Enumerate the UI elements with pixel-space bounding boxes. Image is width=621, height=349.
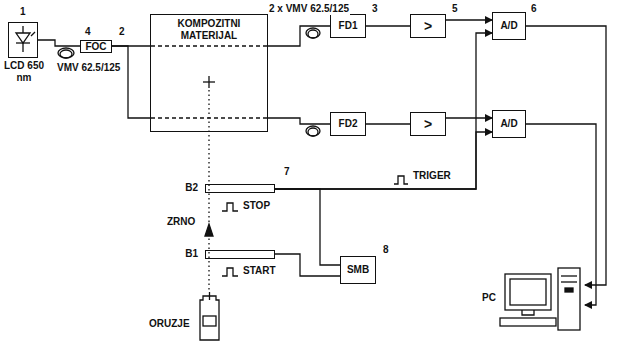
- pc-monitor: [510, 279, 546, 305]
- node-text: FD1: [339, 20, 358, 32]
- gun: [200, 296, 219, 340]
- callout-number: 6: [530, 3, 538, 15]
- impact-point: [208, 76, 209, 88]
- pc-keyboard: [500, 318, 556, 326]
- laser-diode: [16, 33, 30, 43]
- pc-monitor: [522, 310, 534, 315]
- computer: PC: [480, 262, 585, 342]
- laser-diode: [22, 43, 23, 52]
- pulse: [394, 176, 408, 184]
- node-text: SMB: [347, 264, 369, 276]
- connector: [526, 124, 596, 305]
- pc-tower: [558, 268, 580, 330]
- fiber-coil: [58, 48, 74, 58]
- callout-number: 8: [382, 244, 390, 256]
- signal-label: ORUZJE: [148, 318, 191, 330]
- pc-monitor: [505, 274, 551, 310]
- connector: [38, 40, 80, 46]
- callout-number: 4: [84, 26, 92, 38]
- connector: [526, 26, 606, 285]
- fiber-coupler: FOC: [80, 40, 112, 53]
- timer-unit: SMB: [340, 256, 376, 284]
- fiber-path: [151, 45, 267, 46]
- connector: [366, 123, 410, 124]
- node-text: >: [424, 116, 432, 132]
- photodetector: FD2: [330, 112, 366, 136]
- laser-diode: [22, 26, 23, 33]
- node-text: FD2: [339, 118, 358, 130]
- pulse: [222, 268, 238, 276]
- pulse: [222, 203, 238, 211]
- bullet-path: [208, 90, 209, 290]
- callout-number: 2: [118, 26, 126, 38]
- bullet: [205, 224, 213, 236]
- connector: [112, 46, 150, 118]
- signal-label: VMV 62.5/125: [56, 62, 121, 74]
- sensor-bar: B2: [205, 184, 275, 193]
- fiber-coil: [308, 30, 318, 38]
- node-text: >: [424, 18, 432, 34]
- connector: [446, 19, 492, 20]
- photodetector: FD1: [330, 14, 366, 38]
- node-text: KOMPOZITNI MATERIJAL: [151, 15, 267, 41]
- laser-diode: [31, 32, 35, 36]
- connector: [366, 25, 410, 26]
- laser-source: LCD 650 nm: [8, 22, 38, 58]
- signal-label: TRIGER: [412, 170, 452, 182]
- fiber-coil: [306, 28, 320, 38]
- node-text: FOC: [85, 41, 106, 53]
- connector: [275, 33, 492, 189]
- ad-converter: A/D: [492, 110, 526, 138]
- callout-number: 3: [371, 3, 379, 15]
- signal-label: ZRNO: [166, 216, 196, 228]
- connector: [275, 132, 492, 189]
- node-text: A/D: [500, 20, 517, 32]
- pc-tower: [561, 281, 577, 282]
- node-text: B1: [185, 248, 198, 260]
- connector: [268, 26, 330, 46]
- node-text: B2: [185, 182, 198, 194]
- connector: [446, 117, 492, 118]
- signal-label: START: [242, 265, 277, 277]
- node-text: LCD 650 nm: [3, 60, 45, 83]
- callout-number: 5: [451, 3, 459, 15]
- signal-label: 2 x VMV 62.5/125: [268, 3, 350, 15]
- amplifier: >: [410, 112, 446, 136]
- fiber-coil: [60, 50, 72, 58]
- fiber-coil: [306, 126, 320, 136]
- fiber-coil: [308, 128, 318, 136]
- node-text: A/D: [500, 118, 517, 130]
- connector: [275, 254, 340, 276]
- node-text: PC: [482, 292, 496, 304]
- amplifier: >: [410, 14, 446, 38]
- callout-number: 7: [283, 166, 291, 178]
- pc-tower: [561, 275, 577, 276]
- ad-converter: A/D: [492, 12, 526, 40]
- connector: [268, 118, 330, 124]
- signal-label: STOP: [242, 200, 271, 212]
- composite-panel: KOMPOZITNI MATERIJAL: [150, 14, 268, 132]
- pc-tower: [565, 288, 573, 292]
- gun: [203, 316, 216, 326]
- callout-number: 1: [19, 6, 27, 18]
- gun: [209, 292, 210, 300]
- sensor-bar: B1: [205, 250, 275, 259]
